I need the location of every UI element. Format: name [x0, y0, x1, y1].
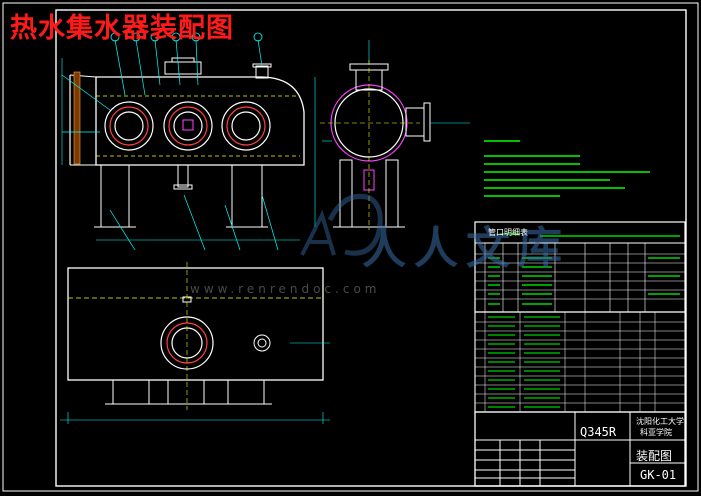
- parts-list: [474, 311, 686, 413]
- title-block-school: 沈阳化工大学: [636, 417, 684, 426]
- front-view: [61, 32, 316, 251]
- watermark-text: www.renrendoc.com: [190, 282, 381, 296]
- nozzle-table-title: 管口明细表: [488, 228, 528, 237]
- watermark-mark: 人人文库: [362, 223, 570, 274]
- title-block-material: Q345R: [580, 425, 617, 439]
- nozzle-table: [474, 221, 686, 313]
- side-view: [320, 40, 470, 230]
- title-block-dept: 科亚学院: [640, 428, 672, 437]
- drawing-title: 热水集水器装配图: [10, 13, 234, 44]
- top-view: [60, 262, 330, 424]
- technical-requirements: [484, 140, 650, 197]
- title-block-drawing-name: 装配图: [636, 449, 673, 463]
- title-block-drawing-no: GK-01: [640, 468, 677, 482]
- watermark-logo: [300, 193, 383, 256]
- title-block-frame: [474, 411, 686, 487]
- inner-border: [55, 9, 687, 487]
